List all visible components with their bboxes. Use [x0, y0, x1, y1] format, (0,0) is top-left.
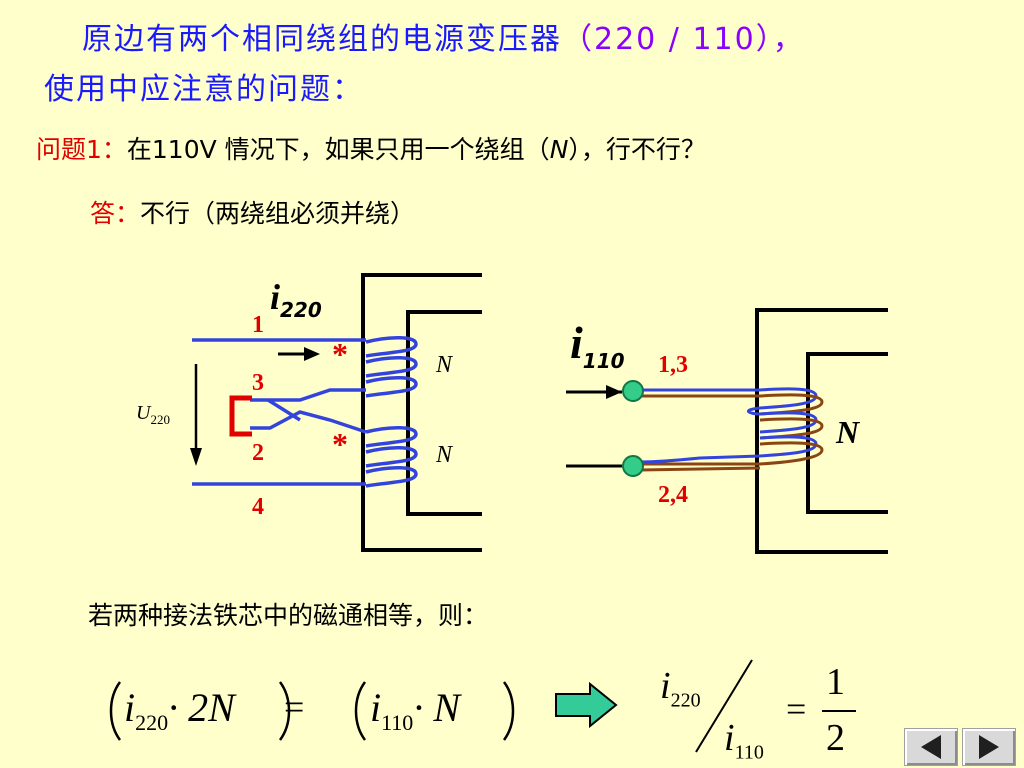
right-terminal-top-label: 1,3	[658, 352, 688, 378]
left-transformer-core	[361, 273, 482, 552]
left-short-bracket	[229, 395, 252, 437]
terminal-1: 1	[252, 312, 264, 338]
dot-mark-lower: *	[332, 426, 348, 462]
left-winding-label-lower: N	[436, 442, 453, 468]
title-line-2: 使用中应注意的问题：	[44, 72, 364, 107]
right-winding	[639, 387, 824, 472]
ratio-value-numerator: 1	[826, 661, 845, 703]
right-current-arrow-head	[606, 385, 622, 399]
equation-parens	[109, 681, 515, 741]
right-terminal-bottom-label: 2,4	[658, 482, 688, 508]
next-slide-button[interactable]	[962, 728, 1016, 766]
prev-slide-button[interactable]	[904, 728, 958, 766]
left-voltage-arrow	[190, 364, 202, 466]
equation-equals: =	[284, 687, 305, 727]
left-voltage-label: U220	[136, 402, 170, 427]
left-current-arrow	[278, 347, 320, 361]
terminal-2: 2	[252, 440, 264, 466]
ratio-equals: =	[786, 689, 807, 729]
right-winding-label: N	[836, 414, 860, 450]
right-lead-wires	[566, 390, 622, 468]
dot-mark-upper: *	[332, 336, 348, 372]
right-terminal-top	[622, 380, 644, 402]
equation-rhs: i110· N	[370, 685, 460, 735]
left-crossing-link	[267, 398, 301, 422]
triangle-right-icon	[979, 735, 999, 759]
ratio-numerator: i220	[660, 665, 701, 712]
left-winding-lower	[365, 426, 418, 488]
ratio-slash	[695, 659, 753, 753]
terminal-3: 3	[252, 370, 264, 396]
right-terminal-bottom	[622, 455, 644, 477]
left-lead-wires	[192, 338, 367, 486]
terminal-4: 4	[252, 494, 264, 520]
ratio-value-denominator: 2	[826, 717, 845, 759]
right-current-label: i110	[570, 317, 625, 374]
left-current-label: i220	[270, 277, 322, 323]
answer-1: 答：不行（两绕组必须并绕）	[90, 199, 416, 228]
question-1: 问题1：在110V 情况下，如果只用一个绕组（N），行不行？	[36, 135, 706, 164]
triangle-left-icon	[921, 735, 941, 759]
left-winding-label-upper: N	[436, 352, 453, 378]
implication-arrow	[555, 681, 618, 729]
ratio-denominator: i110	[724, 717, 764, 764]
flux-statement: 若两种接法铁芯中的磁通相等，则：	[88, 601, 489, 630]
title-line-1: 原边有两个相同绕组的电源变压器（220 / 110），	[82, 22, 805, 57]
equation-lhs: i220· 2N	[124, 685, 235, 735]
left-winding-upper	[365, 336, 418, 398]
